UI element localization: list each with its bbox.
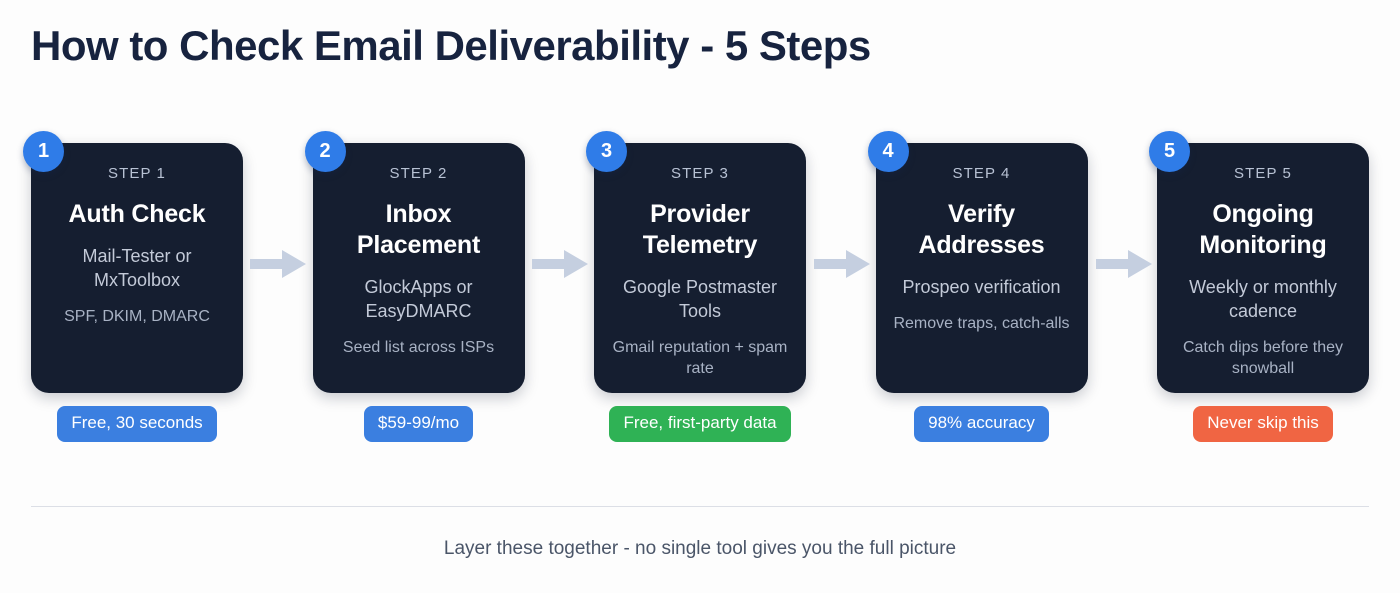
footer-note: Layer these together - no single tool gi…	[443, 538, 957, 559]
step-number-badge-4: 4	[867, 131, 909, 172]
step-pill-3: Free, first-party data	[609, 406, 791, 442]
step-label-4: STEP 4	[952, 165, 1011, 182]
step-card-5[interactable]: STEP 5 Ongoing Monitoring Weekly or mont…	[1157, 143, 1369, 393]
step-subtitle-3: Google Postmaster Tools	[622, 277, 778, 321]
pill-slot-1: Free, 30 seconds	[31, 406, 243, 442]
pills-row: Free, 30 seconds $59-99/mo Free, first-p…	[31, 406, 1369, 442]
step-label-1: STEP 1	[107, 165, 167, 182]
footer-divider	[31, 506, 1369, 507]
step-number-badge-1: 1	[23, 131, 64, 172]
step-card-2[interactable]: STEP 2 Inbox Placement GlockApps or Easy…	[312, 143, 525, 393]
step-pill-4: 98% accuracy	[914, 406, 1049, 442]
step-subtitle-5: Weekly or monthly cadence	[1189, 277, 1337, 321]
page-title: How to Check Email Deliverability - 5 St…	[31, 22, 871, 69]
step-number-badge-2: 2	[304, 131, 346, 172]
step-detail-1: SPF, DKIM, DMARC	[64, 308, 210, 325]
step-slot-5: STEP 5 Ongoing Monitoring Weekly or mont…	[1149, 131, 1369, 393]
pill-slot-2: $59-99/mo	[313, 406, 525, 442]
arrow-connector-4-5	[1096, 249, 1152, 279]
step-label-3: STEP 3	[670, 165, 730, 182]
step-pill-2: $59-99/mo	[363, 406, 474, 442]
step-detail-4: Remove traps, catch-alls	[893, 315, 1070, 332]
step-slot-2: STEP 2 Inbox Placement GlockApps or Easy…	[304, 131, 525, 393]
pill-slot-3: Free, first-party data	[594, 406, 806, 442]
step-number-badge-3: 3	[586, 131, 627, 172]
step-slot-3: STEP 3 Provider Telemetry Google Postmas…	[586, 131, 806, 393]
step-detail-5: Catch dips before they snowball	[1182, 339, 1344, 377]
step-pill-1: Free, 30 seconds	[57, 406, 217, 442]
steps-row: STEP 1 Auth Check Mail-Tester or MxToolb…	[23, 131, 1369, 393]
step-card-4[interactable]: STEP 4 Verify Addresses Prospeo verifica…	[875, 143, 1088, 393]
pill-slot-4: 98% accuracy	[876, 406, 1088, 442]
arrow-connector-1-2	[250, 249, 306, 279]
step-title-2: Inbox Placement	[356, 200, 481, 259]
step-title-3: Provider Telemetry	[642, 200, 758, 259]
step-title-1: Auth Check	[68, 200, 206, 228]
step-subtitle-1: Mail-Tester or MxToolbox	[82, 246, 192, 290]
step-title-5: Ongoing Monitoring	[1199, 200, 1327, 259]
step-title-4: Verify Addresses	[918, 200, 1045, 259]
step-card-1[interactable]: STEP 1 Auth Check Mail-Tester or MxToolb…	[31, 143, 243, 393]
step-slot-1: STEP 1 Auth Check Mail-Tester or MxToolb…	[23, 131, 243, 393]
step-pill-5: Never skip this	[1193, 406, 1333, 442]
step-detail-3: Gmail reputation + spam rate	[612, 339, 788, 377]
step-slot-4: STEP 4 Verify Addresses Prospeo verifica…	[867, 131, 1088, 393]
arrow-connector-2-3	[532, 249, 588, 279]
step-number-badge-5: 5	[1149, 131, 1190, 172]
step-detail-2: Seed list across ISPs	[342, 339, 495, 356]
arrow-connector-3-4	[814, 249, 870, 279]
step-card-3[interactable]: STEP 3 Provider Telemetry Google Postmas…	[594, 143, 806, 393]
step-subtitle-4: Prospeo verification	[902, 277, 1061, 297]
step-label-5: STEP 5	[1233, 165, 1293, 182]
pill-slot-5: Never skip this	[1157, 406, 1369, 442]
step-label-2: STEP 2	[389, 165, 448, 182]
step-subtitle-2: GlockApps or EasyDMARC	[364, 277, 473, 321]
